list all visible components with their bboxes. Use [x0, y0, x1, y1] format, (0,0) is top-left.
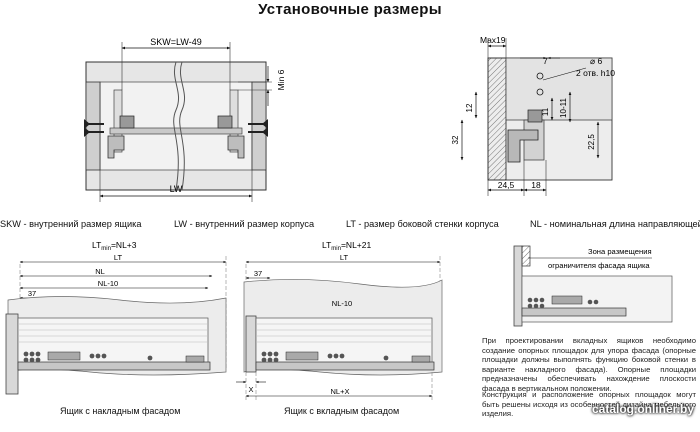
note-paragraph-2: Конструкция и расположение опорных площа… [482, 390, 696, 419]
runner-section [507, 129, 539, 163]
formula-rest: =NL+21 [341, 240, 372, 250]
break-line [179, 61, 186, 191]
runner-rail [255, 361, 435, 371]
dim-7-label: 7 [543, 56, 548, 66]
note-paragraph-1: При проектировании вкладных ящиков необх… [482, 336, 696, 393]
inset-front-panel [245, 315, 257, 373]
min-gap-label: Min 6 [276, 69, 286, 90]
dim-18-label: 18 [531, 180, 541, 190]
locking-clip [527, 109, 543, 123]
caption-inset-front: Ящик с вкладным фасадом [284, 406, 400, 416]
locking-clip-left [119, 115, 135, 129]
dim-37-label: 37 [254, 269, 262, 278]
svg-text:LTmin=NL+21: LTmin=NL+21 [322, 240, 371, 252]
formula-rest: =NL+3 [111, 240, 137, 250]
diameter-label: ⌀ 6 [590, 56, 602, 66]
overlay-formula: LTmin=NL+3 [92, 240, 137, 252]
holes-label: 2 отв. h10 [576, 68, 615, 78]
hole-icon [536, 88, 544, 96]
fixing-detail-drawing [460, 38, 613, 196]
svg-text:LTmin=NL+3: LTmin=NL+3 [92, 240, 137, 252]
screw-icon [84, 127, 104, 137]
inset-front-drawing [236, 256, 443, 400]
cabinet-wall-section [487, 57, 507, 181]
hole-icon [536, 72, 544, 80]
stop-zone-drawing [513, 245, 673, 327]
dim-22-5-label: 22,5 [587, 134, 596, 150]
dim-32-label: 32 [451, 135, 460, 144]
nl-plus-x-label: NL+X [331, 387, 350, 396]
formula-min-sub: min [331, 246, 341, 252]
zone-label-line1: Зона размещения [588, 247, 652, 256]
lt-label: LT [340, 253, 349, 262]
lw-label: LW [170, 184, 183, 194]
x-label: X [248, 385, 253, 394]
formula-min-sub: min [101, 246, 111, 252]
screw-icon [248, 119, 268, 129]
cabinet-side-right [251, 81, 267, 171]
break-line [173, 61, 180, 191]
watermark: catalog.onliner.by [591, 402, 694, 416]
nl-minus-10-label: NL-10 [332, 299, 352, 308]
caption-overlay-front: Ящик с накладным фасадом [60, 406, 181, 416]
stop-zone-hatch [521, 245, 531, 267]
dim-10-11-label: 10-11 [559, 98, 568, 118]
nl-minus-10-label: NL-10 [98, 279, 118, 288]
screw-icon [248, 127, 268, 137]
skw-formula-label: SKW=LW-49 [150, 37, 201, 47]
drawer-box [17, 317, 209, 365]
page-title: Установочные размеры [258, 1, 442, 18]
front-section-drawing [84, 42, 272, 202]
formula-lt: LT [92, 240, 101, 250]
max19-label: Max19 [480, 35, 506, 45]
dim-37-label: 37 [28, 289, 36, 298]
formula-lt: LT [322, 240, 331, 250]
screw-icon [84, 119, 104, 129]
dim-11-label: 11 [541, 107, 550, 116]
drawer-front-panel [505, 57, 613, 121]
dim-24-5-label: 24,5 [498, 180, 515, 190]
dim-12-label: 12 [465, 103, 474, 112]
locking-clip-right [217, 115, 233, 129]
overlay-front-drawing [5, 256, 227, 395]
legend-lw: LW - внутренний размер корпуса [174, 219, 315, 229]
legend-nl: NL - номинальная длина направляющей [530, 219, 700, 229]
nl-label: NL [95, 267, 105, 276]
lt-label: LT [114, 253, 123, 262]
drawer-bottom [109, 127, 243, 135]
legend-lt: LT - размер боковой стенки корпуса [346, 219, 499, 229]
cabinet-side-left [85, 81, 101, 171]
runner-rail [17, 361, 211, 371]
zone-label-line2: ограничителя фасада ящика [548, 261, 650, 270]
overlay-front-panel [5, 313, 19, 395]
runner-rail [521, 307, 627, 317]
runner-profile-left [107, 135, 125, 159]
inset-front-panel [513, 245, 523, 327]
runner-profile-right [227, 135, 245, 159]
legend-skw: SKW - внутренний размер ящика [0, 219, 142, 229]
inset-formula: LTmin=NL+21 [322, 240, 371, 252]
